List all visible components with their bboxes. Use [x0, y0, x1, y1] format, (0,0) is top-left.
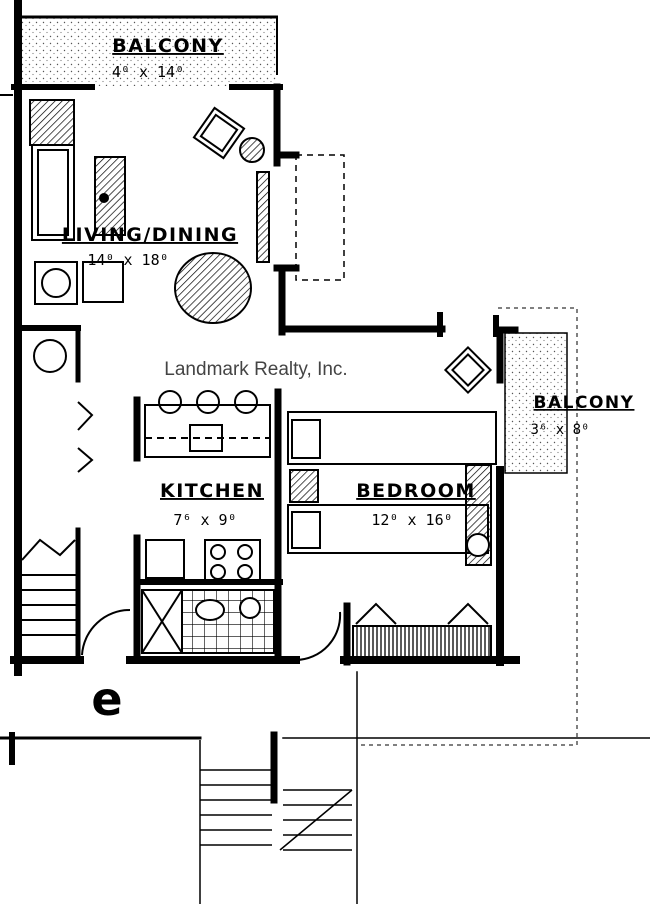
- room-name-living-dining: LIVING/DINING: [62, 224, 238, 246]
- room-name-balcony-right: BALCONY: [534, 393, 635, 413]
- balcony-top-area: [20, 15, 278, 86]
- room-dims-balcony-top: 4⁰ x 14⁰: [112, 63, 184, 81]
- bedroom-furniture: [287, 345, 497, 661]
- room-name-balcony-top: BALCONY: [112, 35, 224, 57]
- room-name-kitchen: KITCHEN: [160, 480, 264, 502]
- watermark-text: Landmark Realty, Inc.: [164, 359, 347, 380]
- room-dims-balcony-right: 3⁶ x 8⁰: [530, 422, 589, 438]
- living-furniture: [29, 99, 345, 324]
- room-dims-kitchen: 7⁶ x 9⁰: [173, 511, 236, 529]
- balcony-right-area: [358, 307, 578, 746]
- room-name-bedroom: BEDROOM: [356, 480, 476, 502]
- stairs-left: [21, 339, 94, 636]
- stairs-bottom: [199, 740, 353, 904]
- room-dims-living-dining: 14⁰ x 18⁰: [87, 251, 168, 269]
- room-dims-bedroom: 12⁰ x 16⁰: [371, 511, 452, 529]
- unit-letter: e: [91, 672, 122, 726]
- kitchen-fixtures: [81, 390, 275, 656]
